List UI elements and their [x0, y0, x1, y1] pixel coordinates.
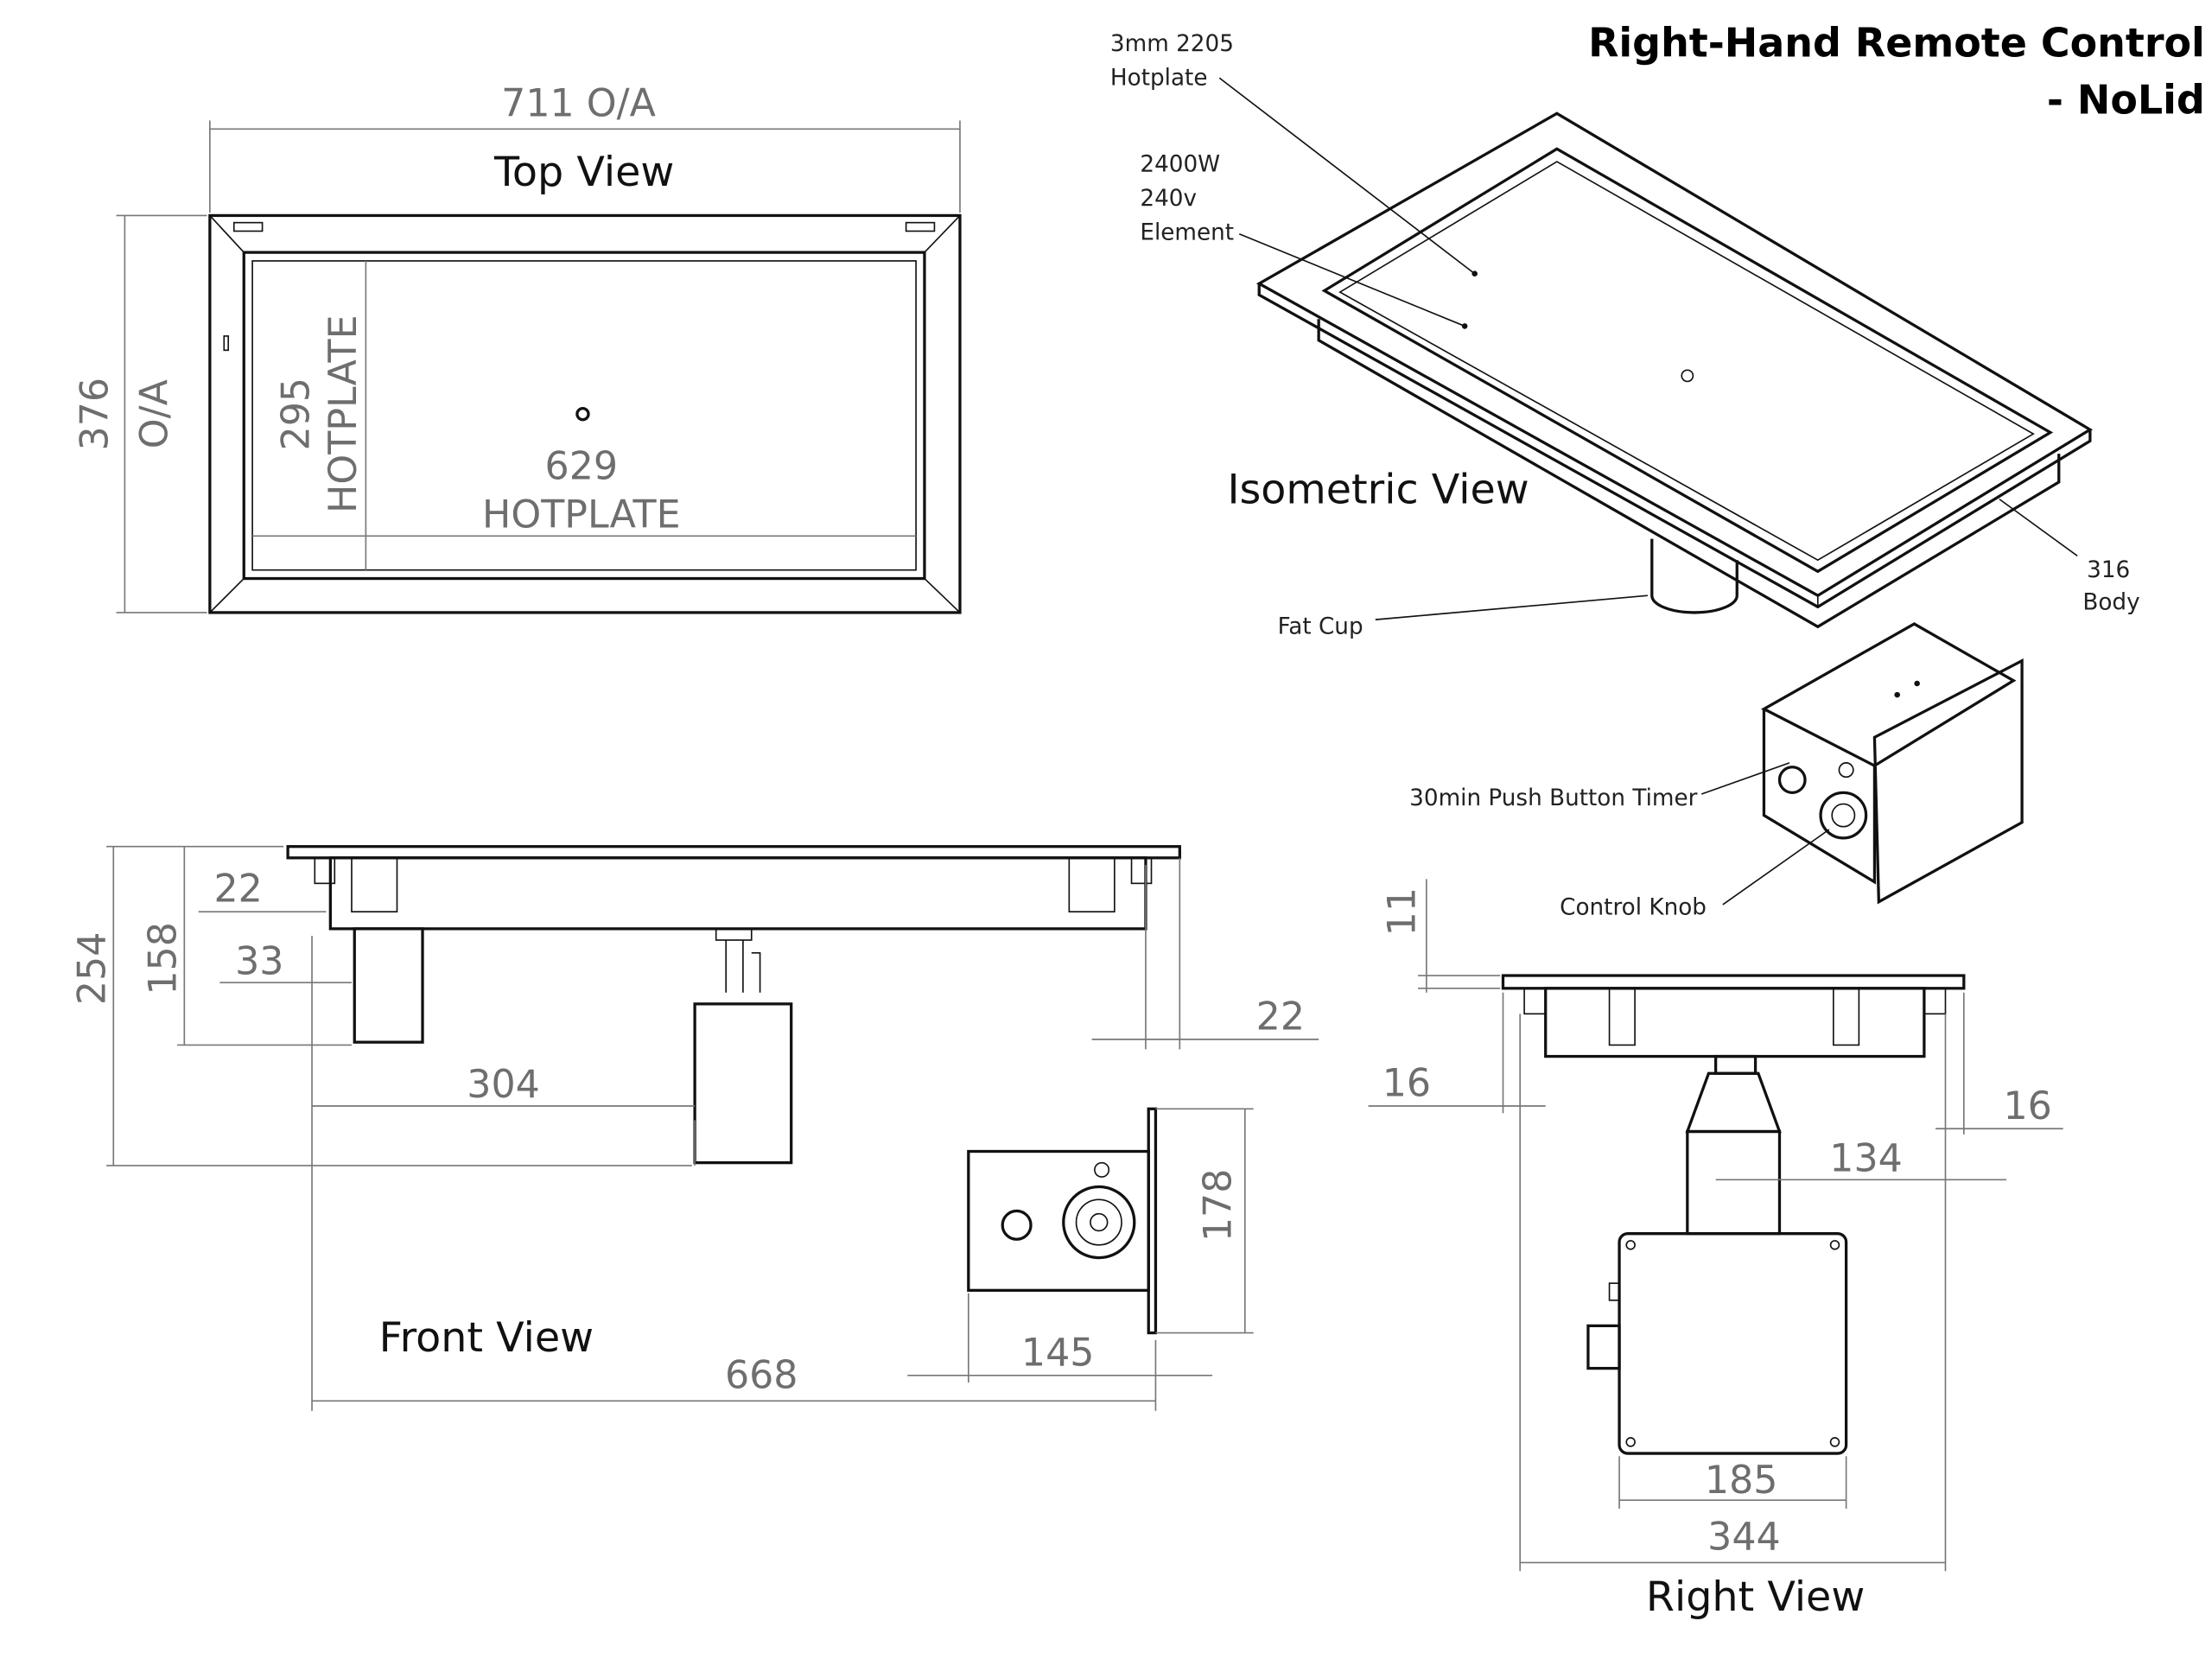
dim-cup-to-element: 304	[467, 1063, 540, 1107]
top-view: 711 O/A Top View 376 O/A 295 HOTPLATE 62…	[73, 82, 962, 614]
right-view-label: Right View	[1646, 1573, 1865, 1621]
right-view: 11 16 16 134 185 344 Right View	[1368, 879, 2063, 1621]
dim-left-offset: 16	[1382, 1062, 1431, 1106]
front-view-label: Front View	[379, 1314, 594, 1362]
dim-box-height: 178	[1196, 1169, 1240, 1243]
dim-cup-offset: 33	[235, 939, 283, 983]
dim-box-width: 145	[1021, 1331, 1095, 1375]
callout-timer: 30min Push Button Timer	[1409, 785, 1697, 811]
dim-right-offset: 16	[2003, 1084, 2051, 1128]
drawing-title-line1: Right-Hand Remote Control	[1588, 20, 2205, 67]
isometric-view: 3mm 2205 Hotplate 2400W 240v Element Iso…	[1110, 31, 2140, 920]
dim-overall-height: 254	[70, 932, 114, 1006]
front-view: 254 158 22 33 304 22 178 145 668 Front V…	[70, 845, 1319, 1411]
callout-element-line3: Element	[1140, 219, 1234, 245]
isometric-view-label: Isometric View	[1227, 467, 1529, 514]
dim-right-rim: 22	[1256, 995, 1305, 1039]
callout-body-line1: 316	[2087, 557, 2130, 583]
top-view-label: Top View	[493, 149, 674, 196]
dim-hotplate-depth-label: HOTPLATE	[321, 315, 365, 513]
dim-length: 668	[725, 1354, 798, 1398]
callout-fat-cup: Fat Cup	[1278, 614, 1363, 640]
dim-overall-right: 344	[1707, 1516, 1781, 1560]
dim-overall-width: 711 O/A	[501, 82, 656, 126]
callout-element-line2: 240v	[1140, 186, 1197, 212]
callout-hotplate-line2: Hotplate	[1110, 65, 1208, 91]
dim-hotplate-width: 629	[545, 445, 619, 489]
drawing-title-line2: - NoLid	[2047, 76, 2205, 123]
dim-hotplate-width-label: HOTPLATE	[482, 493, 681, 537]
dim-rim-thickness: 11	[1381, 887, 1425, 936]
dim-box-width-right: 185	[1705, 1459, 1778, 1503]
callout-element-line1: 2400W	[1140, 152, 1220, 178]
dim-rim: 22	[214, 868, 263, 912]
callout-knob: Control Knob	[1560, 894, 1707, 920]
callout-body-line2: Body	[2082, 590, 2139, 616]
dim-stalk: 134	[1829, 1136, 1903, 1180]
dim-overall-depth-suffix: O/A	[133, 379, 177, 448]
callout-hotplate-line1: 3mm 2205	[1110, 31, 1234, 57]
dim-hotplate-depth: 295	[275, 378, 319, 451]
dim-body-height: 158	[141, 922, 185, 995]
dim-overall-depth: 376	[73, 378, 118, 451]
